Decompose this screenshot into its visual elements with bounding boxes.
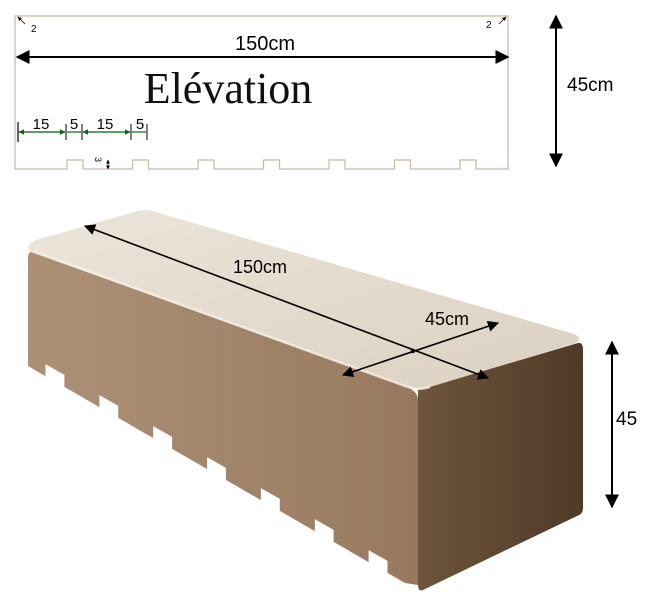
- segment-label-1: 15: [33, 116, 50, 133]
- corner-right-arrow: [498, 16, 507, 25]
- segment-label-3: 15: [97, 116, 114, 133]
- elevation-title: Elévation: [144, 64, 313, 113]
- corner-left-label: 2: [31, 24, 37, 35]
- segment-dimensions: 15 5 15 5: [17, 116, 148, 142]
- segment-label-2: 5: [70, 116, 78, 133]
- block-3d-view: 150cm 45cm 45: [28, 210, 637, 591]
- block-height-label: 45: [616, 409, 637, 430]
- block-length-label: 150cm: [233, 257, 287, 277]
- elevation-height-label: 45cm: [567, 75, 613, 96]
- elevation-length-label: 150cm: [235, 33, 295, 55]
- corner-left-arrow: [17, 16, 26, 25]
- corner-right-label: 2: [486, 20, 492, 31]
- block-width-label: 45cm: [425, 309, 469, 329]
- block-center-point: [410, 348, 416, 354]
- elevation-view: 2 2 150cm Elévation 15 5 15 5 3 4: [14, 14, 613, 170]
- block-side-face: [418, 342, 583, 591]
- block-width-line: [341, 320, 500, 378]
- segment-label-4: 5: [136, 116, 144, 133]
- notch-height-label: 3: [93, 157, 103, 162]
- block-edge-highlight: [32, 249, 431, 390]
